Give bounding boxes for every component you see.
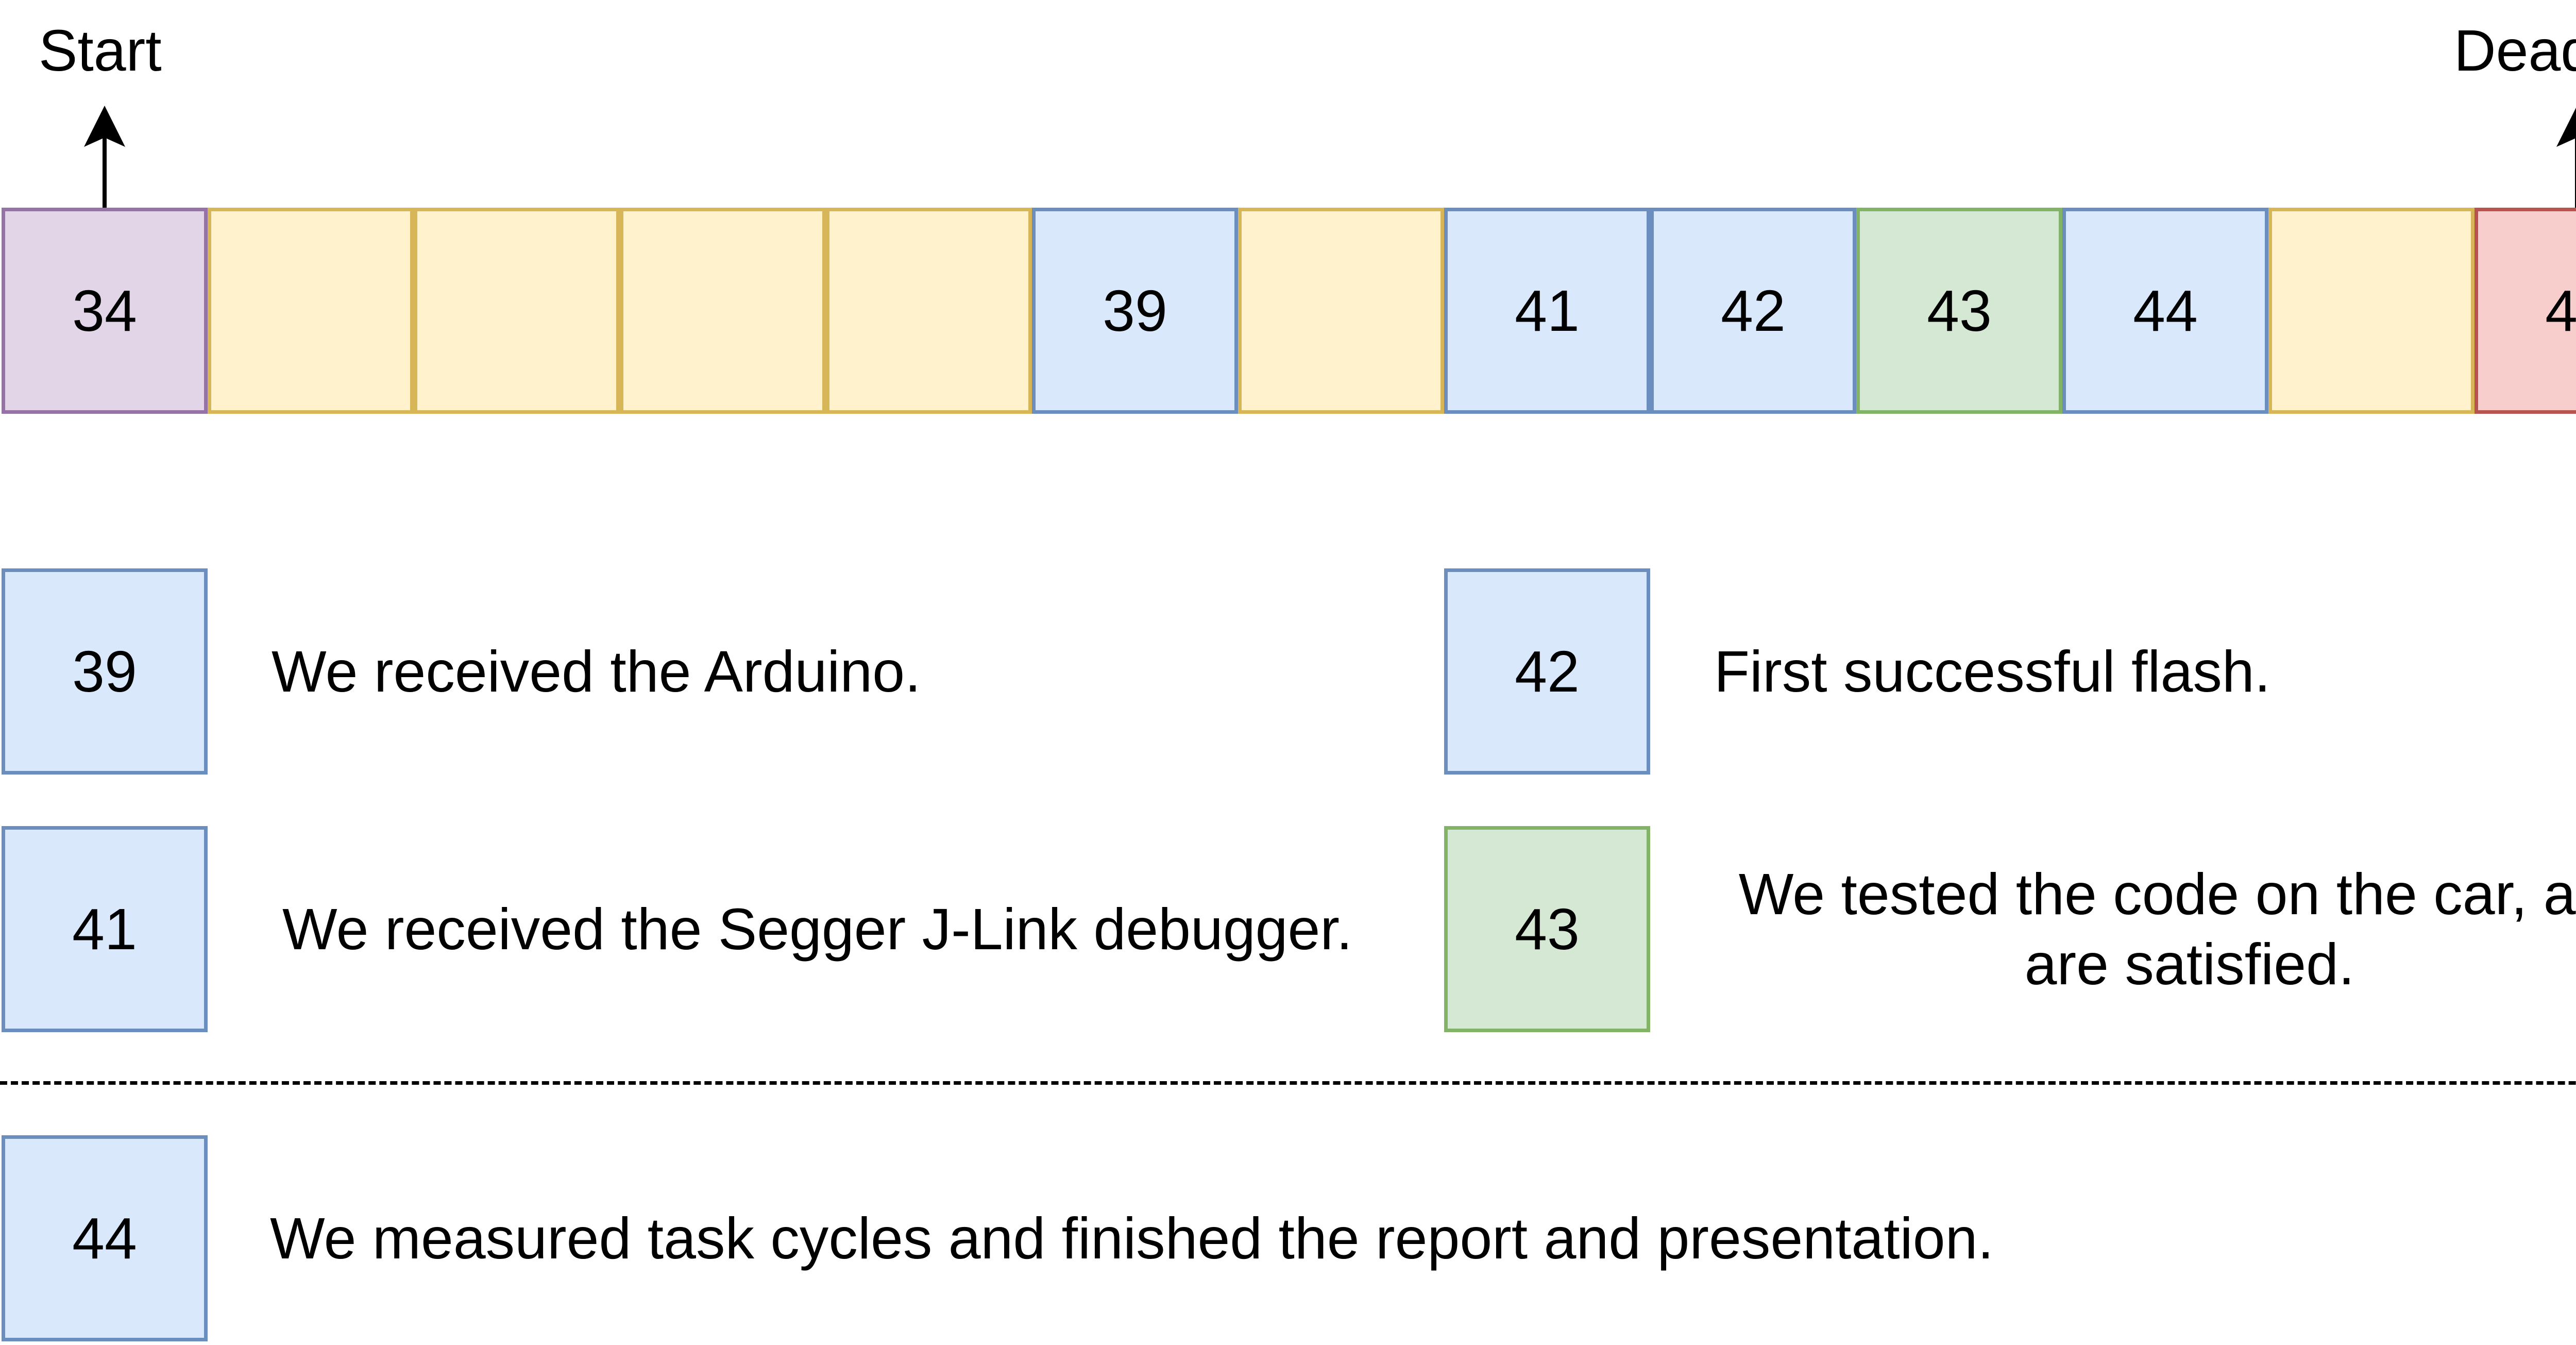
timeline-cell-empty (2268, 208, 2475, 414)
timeline-cell-empty (826, 208, 1032, 414)
timeline-cell-week-34: 34 (2, 208, 208, 414)
timeline-cell-week-43: 43 (1856, 208, 2062, 414)
legend-box-week-39: 39 (2, 568, 208, 775)
timeline-cell-week-41: 41 (1444, 208, 1650, 414)
legend-box-week-41: 41 (2, 826, 208, 1032)
legend-text-week-41: We received the Segger J-Link debugger. (282, 897, 1353, 962)
legend-box-week-43: 43 (1444, 826, 1650, 1032)
legend-box-week-42: 42 (1444, 568, 1650, 775)
timeline-cell-week-46: 46 (2475, 208, 2576, 414)
timeline-cell-week-39: 39 (1032, 208, 1238, 414)
legend-text-week-42: First successful flash. (1714, 639, 2271, 704)
timeline-cell-week-42: 42 (1650, 208, 1856, 414)
timeline-cell-empty (208, 208, 414, 414)
timeline-row: 34 39 41 42 43 44 46 (2, 208, 2576, 414)
deadline-label: Deadline (2454, 18, 2576, 83)
start-label: Start (39, 18, 162, 83)
timeline-cell-empty (620, 208, 826, 414)
dashed-separator (0, 1081, 2576, 1085)
timeline-cell-week-44: 44 (2062, 208, 2268, 414)
legend-text-week-39: We received the Arduino. (272, 639, 921, 704)
timeline-cell-empty (414, 208, 620, 414)
legend-box-week-44: 44 (2, 1135, 208, 1341)
legend-text-week-43: We tested the code on the car, and are s… (1738, 862, 2576, 997)
timeline-cell-empty (1238, 208, 1444, 414)
legend-text-week-44: We measured task cycles and finished the… (270, 1206, 1994, 1271)
